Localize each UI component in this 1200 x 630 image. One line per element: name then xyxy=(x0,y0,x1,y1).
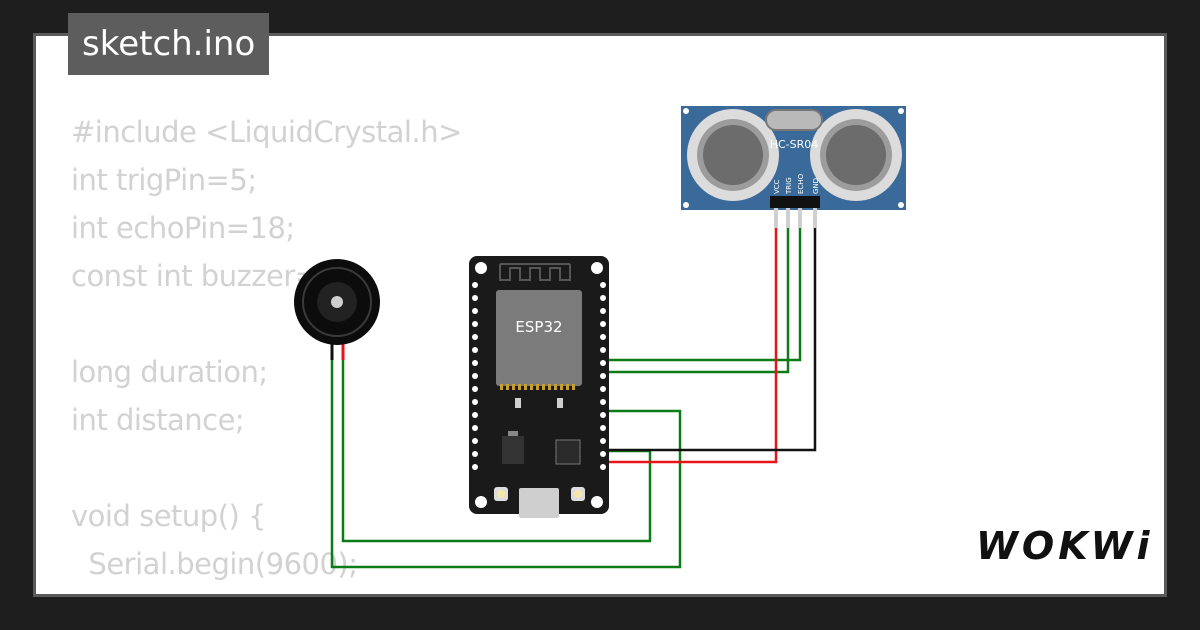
code-line: void setup() { xyxy=(71,499,267,533)
wire-echo xyxy=(600,228,802,362)
sensor-label: HC-SR04 xyxy=(770,138,819,151)
code-line: int trigPin=5; xyxy=(71,163,257,197)
wire-trig xyxy=(600,228,790,374)
esp32-board[interactable]: ESP32 xyxy=(469,256,609,518)
code-background: #include <LiquidCrystal.h> int trigPin=5… xyxy=(71,108,462,594)
sensor-pin-gnd: GND xyxy=(812,178,820,194)
sensor-pin-vcc: VCC xyxy=(773,179,781,194)
wire-buzzer-gnd xyxy=(330,360,682,569)
wokwi-logo: WOKWi xyxy=(976,524,1154,568)
buzzer[interactable] xyxy=(294,259,380,360)
code-line: const int buzzer=4 xyxy=(71,259,337,293)
code-line: int distance; xyxy=(71,403,245,437)
code-line: long duration; xyxy=(71,355,268,389)
code-line: int echoPin=18; xyxy=(71,211,295,245)
hc-sr04-sensor[interactable]: HC-SR04 VCC TRIG ECHO GND xyxy=(681,106,906,228)
code-line: Serial.begin(9600); xyxy=(88,547,358,581)
wire-vcc xyxy=(600,228,778,464)
sensor-pin-trig: TRIG xyxy=(785,177,793,195)
sensor-pin-echo: ECHO xyxy=(797,173,805,194)
esp32-label: ESP32 xyxy=(515,318,562,336)
wires xyxy=(330,228,817,569)
wire-gnd xyxy=(600,228,817,452)
code-line: #include <LiquidCrystal.h> xyxy=(71,115,462,149)
file-title: sketch.ino xyxy=(68,13,270,75)
